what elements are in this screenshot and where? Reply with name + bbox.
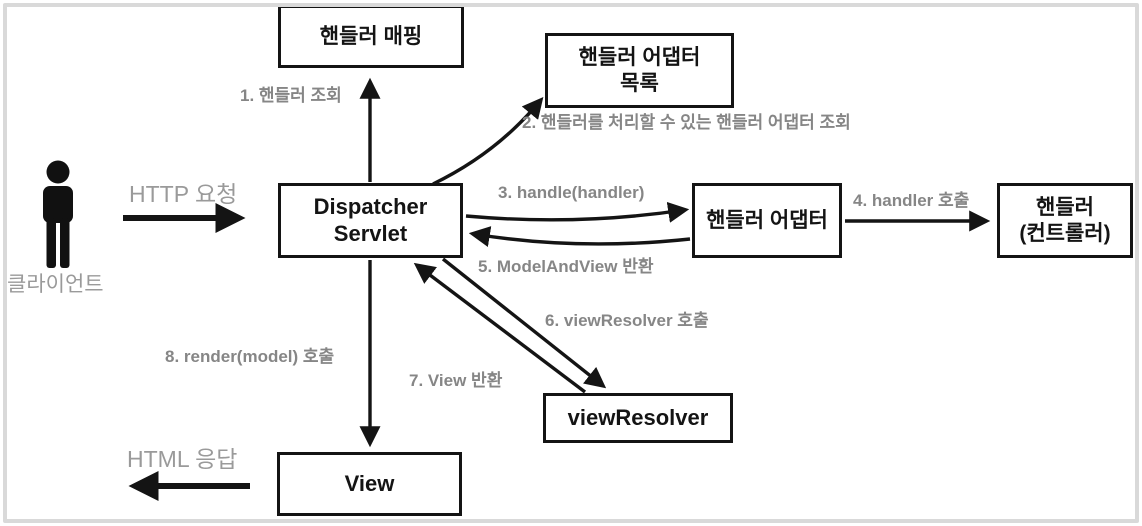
handler-controller-label-line1: 핸들러 — [1036, 195, 1094, 219]
arrow-step3 — [465, 201, 690, 223]
step3-label: 3. handle(handler) — [498, 183, 645, 202]
step5-label: 5. ModelAndView 반환 — [478, 257, 654, 276]
step1-label: 1. 핸들러 조회 — [240, 86, 342, 105]
arrow-step2 — [432, 96, 544, 186]
step2-label: 2. 핸들러를 처리할 수 있는 핸들러 어댑터 조회 — [522, 113, 851, 132]
dispatcher-servlet-box: Dispatcher Servlet — [278, 183, 463, 258]
view-resolver-label: viewResolver — [567, 404, 709, 430]
arrow-step5 — [468, 226, 691, 247]
html-response-label: HTML 응답 — [127, 446, 238, 472]
step7-label: 7. View 반환 — [409, 371, 503, 390]
client-person-icon — [43, 160, 73, 268]
handler-adapter-list-box: 핸들러 어댑터 목록 — [545, 33, 734, 108]
step6-label: 6. viewResolver 호출 — [545, 311, 709, 330]
view-label: View — [344, 470, 395, 496]
dispatcher-servlet-label-line1: Dispatcher — [313, 193, 428, 219]
handler-controller-label-line2: (컨트롤러) — [1019, 221, 1111, 245]
step4-label: 4. handler 호출 — [853, 191, 970, 210]
handler-mapping-label: 핸들러 매핑 — [319, 24, 423, 48]
view-resolver-box: viewResolver — [543, 393, 733, 443]
view-box: View — [277, 452, 462, 516]
handler-adapter-box: 핸들러 어댑터 — [692, 183, 842, 258]
arrow-step7 — [413, 262, 587, 394]
step8-label: 8. render(model) 호출 — [165, 347, 335, 366]
arrow-step6 — [441, 257, 607, 389]
dispatcher-servlet-label-line2: Servlet — [333, 220, 408, 246]
handler-controller-box: 핸들러 (컨트롤러) — [997, 183, 1133, 258]
http-request-label: HTTP 요청 — [129, 181, 238, 207]
client-label: 클라이언트 — [7, 273, 104, 296]
handler-mapping-box: 핸들러 매핑 — [278, 5, 464, 68]
handler-adapter-list-label-line1: 핸들러 어댑터 — [578, 45, 701, 69]
handler-adapter-list-label-line2: 목록 — [620, 71, 659, 95]
handler-adapter-label: 핸들러 어댑터 — [706, 208, 828, 232]
